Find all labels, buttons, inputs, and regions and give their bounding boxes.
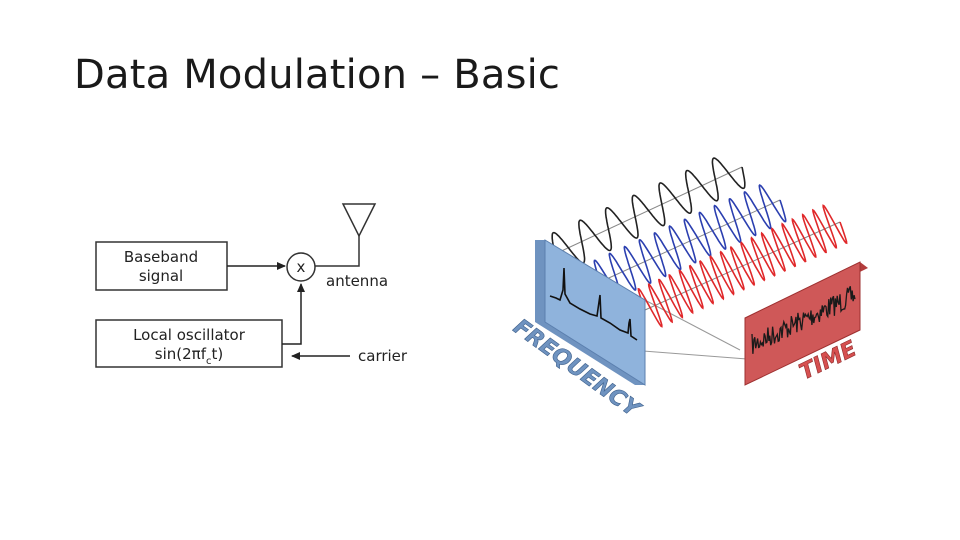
baseband-box [95,241,228,291]
oscillator-arrow [282,283,305,345]
time-noise-signal [751,286,856,354]
black-wave [551,157,746,264]
antenna-icon [341,203,377,238]
carrier-label: carrier [358,347,408,365]
mixer-circle [286,252,316,282]
antenna-feed [315,236,360,267]
red-wave [637,204,848,328]
oscillator-label-1: Local oscillator [133,326,246,344]
oscillator-box [95,319,283,368]
blue-wave [593,184,787,298]
mixer-symbol: x [297,258,306,276]
block-diagram: Baseband signal Local oscillator sin(2πf… [95,203,408,368]
baseband-label-2: signal [139,267,183,285]
oscillator-label-2: sin(2πfct) [155,345,223,367]
baseband-label-1: Baseband [124,248,198,266]
frequency-panel [544,239,646,386]
slide-title: Data Modulation – Basic [74,52,561,98]
frequency-time-illustration: FREQUENCY TIME [508,157,868,424]
frequency-spectrum [549,267,638,341]
antenna-label: antenna [326,272,388,290]
